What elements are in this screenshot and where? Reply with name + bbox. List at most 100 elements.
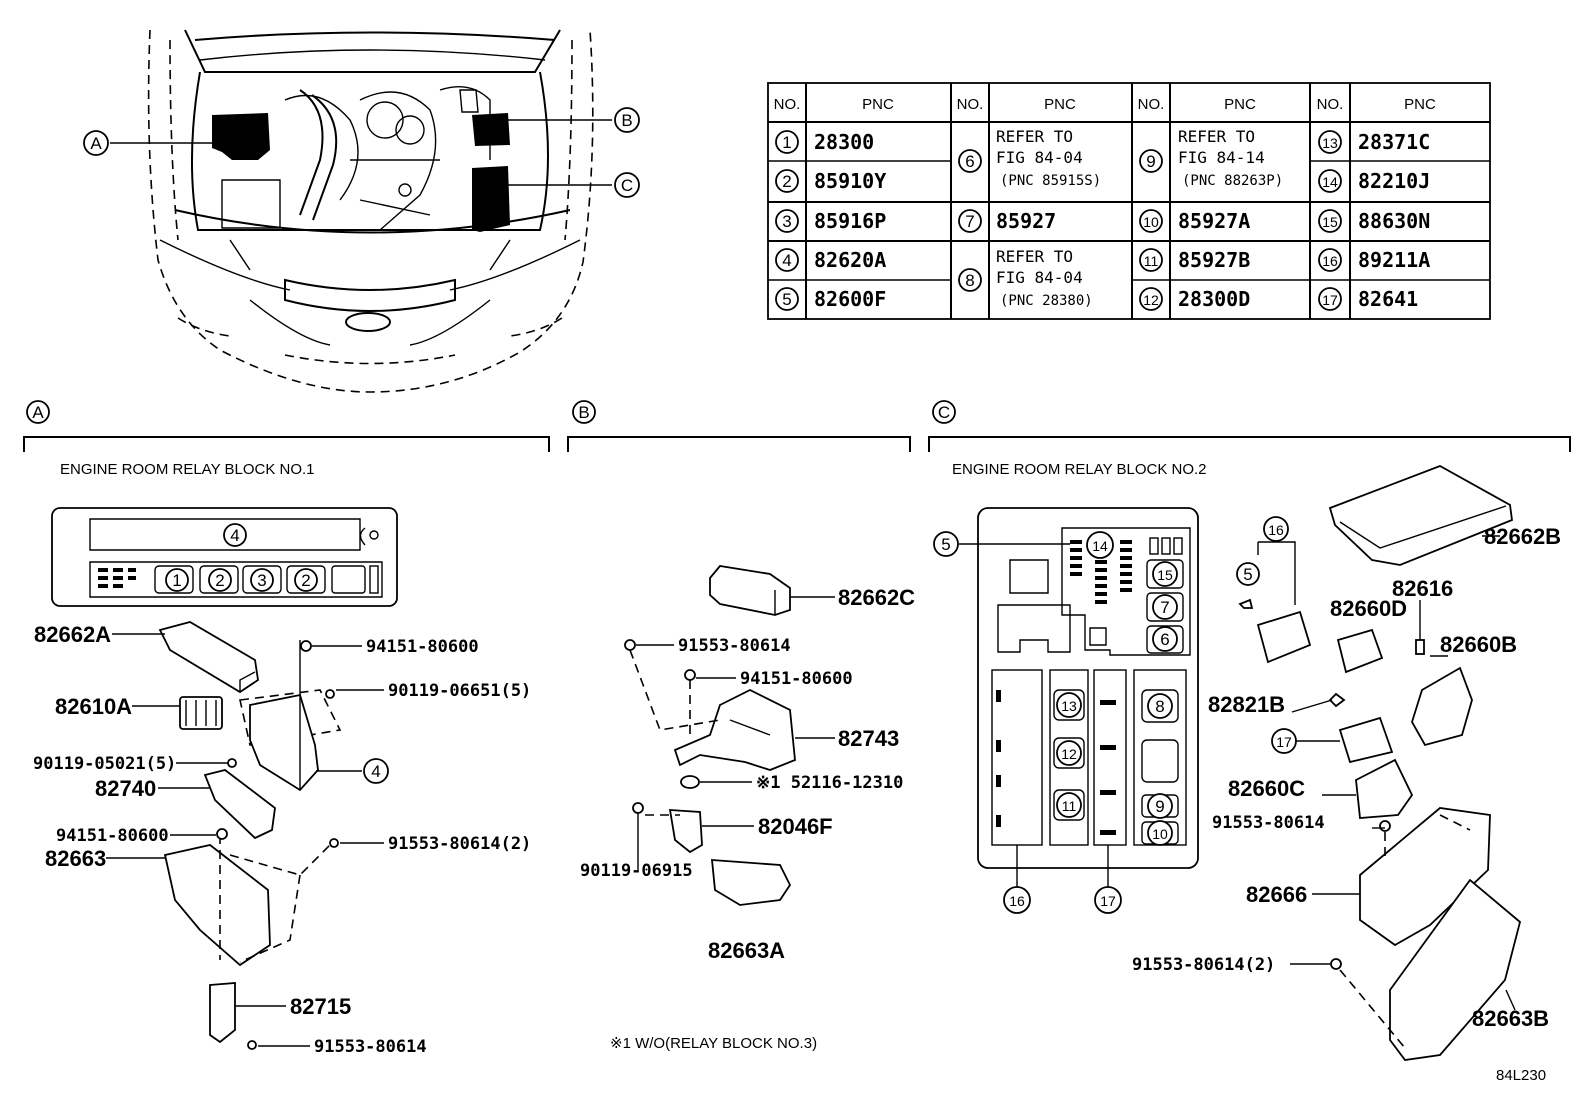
- clip-52116-shape: [680, 775, 700, 789]
- table-row: 14 82210J: [1318, 169, 1430, 193]
- svg-text:(PNC 28380): (PNC 28380): [1000, 293, 1093, 309]
- part-82610A: 82610A: [55, 694, 132, 719]
- block-82660B-shape: [1411, 666, 1473, 747]
- svg-text:4: 4: [782, 251, 791, 270]
- part-91553-80614-2: 91553-80614(2): [388, 834, 531, 854]
- footnote-w-o-relay-block: ※1 W/O(RELAY BLOCK NO.3): [610, 1035, 817, 1052]
- figure-id: 84L230: [1496, 1067, 1546, 1084]
- table-row: 3 85916P: [775, 209, 886, 233]
- svg-text:28300D: 28300D: [1178, 287, 1250, 311]
- svg-text:85927A: 85927A: [1178, 209, 1250, 233]
- inset-c-8: 8: [1155, 697, 1164, 716]
- bracket-82715-shape: [209, 982, 236, 1044]
- header-no-2: NO.: [957, 96, 984, 113]
- part-82740: 82740: [95, 776, 156, 801]
- inset-a-1: 1: [172, 571, 181, 590]
- svg-text:10: 10: [1143, 214, 1159, 230]
- inset-c-11: 11: [1062, 798, 1077, 814]
- part-82715: 82715: [290, 994, 351, 1019]
- svg-text:28300: 28300: [814, 130, 874, 154]
- svg-text:88630N: 88630N: [1358, 209, 1430, 233]
- svg-text:82210J: 82210J: [1358, 169, 1430, 193]
- section-a-title: ENGINE ROOM RELAY BLOCK NO.1: [60, 461, 315, 478]
- pnc-table: NO. PNC NO. PNC NO. PNC NO. PNC 1 28300 …: [767, 82, 1491, 320]
- svg-text:82641: 82641: [1358, 287, 1418, 311]
- cover-82662A-shape: [158, 621, 259, 694]
- inset-c-13: 13: [1061, 698, 1077, 714]
- relay-82610A-shape: [179, 696, 223, 730]
- inset-c-9: 9: [1155, 797, 1164, 816]
- part-82046F: 82046F: [758, 814, 833, 839]
- svg-text:17: 17: [1322, 292, 1338, 308]
- overview-callout-a: A: [90, 134, 102, 153]
- svg-text:9: 9: [1146, 152, 1155, 171]
- inset-a-3: 3: [257, 571, 266, 590]
- table-row: 6 REFER TO FIG 84-04 (PNC 85915S): [958, 127, 1101, 189]
- svg-text:REFER TO: REFER TO: [1178, 127, 1255, 146]
- header-pnc-1: PNC: [862, 96, 894, 113]
- part-82616: 82616: [1392, 576, 1453, 601]
- svg-text:6: 6: [965, 152, 974, 171]
- part-94151-80600-mid: 94151-80600: [56, 826, 169, 846]
- svg-text:28371C: 28371C: [1358, 130, 1430, 154]
- section-c: ENGINE ROOM RELAY BLOCK NO.2 14 15 7 6: [933, 461, 1561, 1061]
- callout-c-17: 17: [1276, 734, 1292, 750]
- block-82660D-shape: [1336, 628, 1384, 674]
- part-82663A: 82663A: [708, 938, 785, 963]
- part-52116-12310: ※1 52116-12310: [756, 773, 903, 793]
- svg-text:FIG 84-04: FIG 84-04: [996, 148, 1083, 167]
- inset-c-16: 16: [1009, 893, 1025, 909]
- table-row: 12 28300D: [1139, 287, 1250, 311]
- table-row: 15 88630N: [1318, 209, 1430, 233]
- cover-82662B-shape: [1328, 465, 1513, 566]
- module-89211A-shape: [1256, 610, 1312, 664]
- inset-c-6: 6: [1160, 630, 1169, 649]
- cover-82663A-shape: [710, 859, 792, 906]
- header-pnc-3: PNC: [1224, 96, 1256, 113]
- svg-text:14: 14: [1322, 174, 1338, 190]
- block-82660C-shape: [1355, 758, 1414, 819]
- svg-text:82620A: 82620A: [814, 248, 886, 272]
- svg-text:89211A: 89211A: [1358, 248, 1430, 272]
- section-b: 82662C 91553-80614 94151-80600 82743 ※1 …: [580, 565, 915, 1052]
- bracket-82663-shape: [163, 844, 271, 967]
- table-row: 2 85910Y: [775, 169, 886, 193]
- part-82660D: 82660D: [1330, 596, 1407, 621]
- table-row: 13 28371C: [1318, 130, 1430, 154]
- part-b-91553-80614: 91553-80614: [678, 636, 791, 656]
- table-row: 10 85927A: [1139, 209, 1250, 233]
- table-row: 9 REFER TO FIG 84-14 (PNC 88263P): [1139, 127, 1283, 189]
- svg-text:(PNC 88263P): (PNC 88263P): [1182, 173, 1283, 189]
- svg-text:1: 1: [782, 133, 791, 152]
- table-row: 4 82620A: [775, 248, 886, 272]
- svg-text:85927B: 85927B: [1178, 248, 1250, 272]
- svg-text:15: 15: [1322, 214, 1338, 230]
- inset-a-2a: 2: [215, 571, 224, 590]
- part-82662B: 82662B: [1484, 524, 1561, 549]
- table-row: 8 REFER TO FIG 84-04 (PNC 28380): [958, 247, 1093, 309]
- svg-text:11: 11: [1144, 253, 1159, 269]
- section-c-title: ENGINE ROOM RELAY BLOCK NO.2: [952, 461, 1207, 478]
- header-no-3: NO.: [1138, 96, 1165, 113]
- svg-text:2: 2: [782, 172, 791, 191]
- part-82663B: 82663B: [1472, 1006, 1549, 1031]
- section-a-marker: A: [32, 403, 44, 422]
- header-no-4: NO.: [1317, 96, 1344, 113]
- callout-c-16: 16: [1268, 522, 1284, 538]
- part-82660B: 82660B: [1440, 632, 1517, 657]
- header-no-1: NO.: [774, 96, 801, 113]
- part-82663: 82663: [45, 846, 106, 871]
- cover-82662C-shape: [709, 565, 791, 616]
- header-pnc-2: PNC: [1044, 96, 1076, 113]
- engine-bay-overview: A B C: [83, 29, 640, 393]
- callout-c-5: 5: [1243, 565, 1252, 584]
- table-row: 5 82600F: [775, 287, 886, 311]
- section-c-marker: C: [938, 403, 950, 422]
- svg-text:13: 13: [1322, 135, 1338, 151]
- inset-c-5: 5: [941, 535, 950, 554]
- svg-text:16: 16: [1322, 253, 1338, 269]
- section-b-marker: B: [578, 403, 589, 422]
- inset-a-2b: 2: [301, 571, 310, 590]
- section-brackets: A B C: [23, 400, 1571, 452]
